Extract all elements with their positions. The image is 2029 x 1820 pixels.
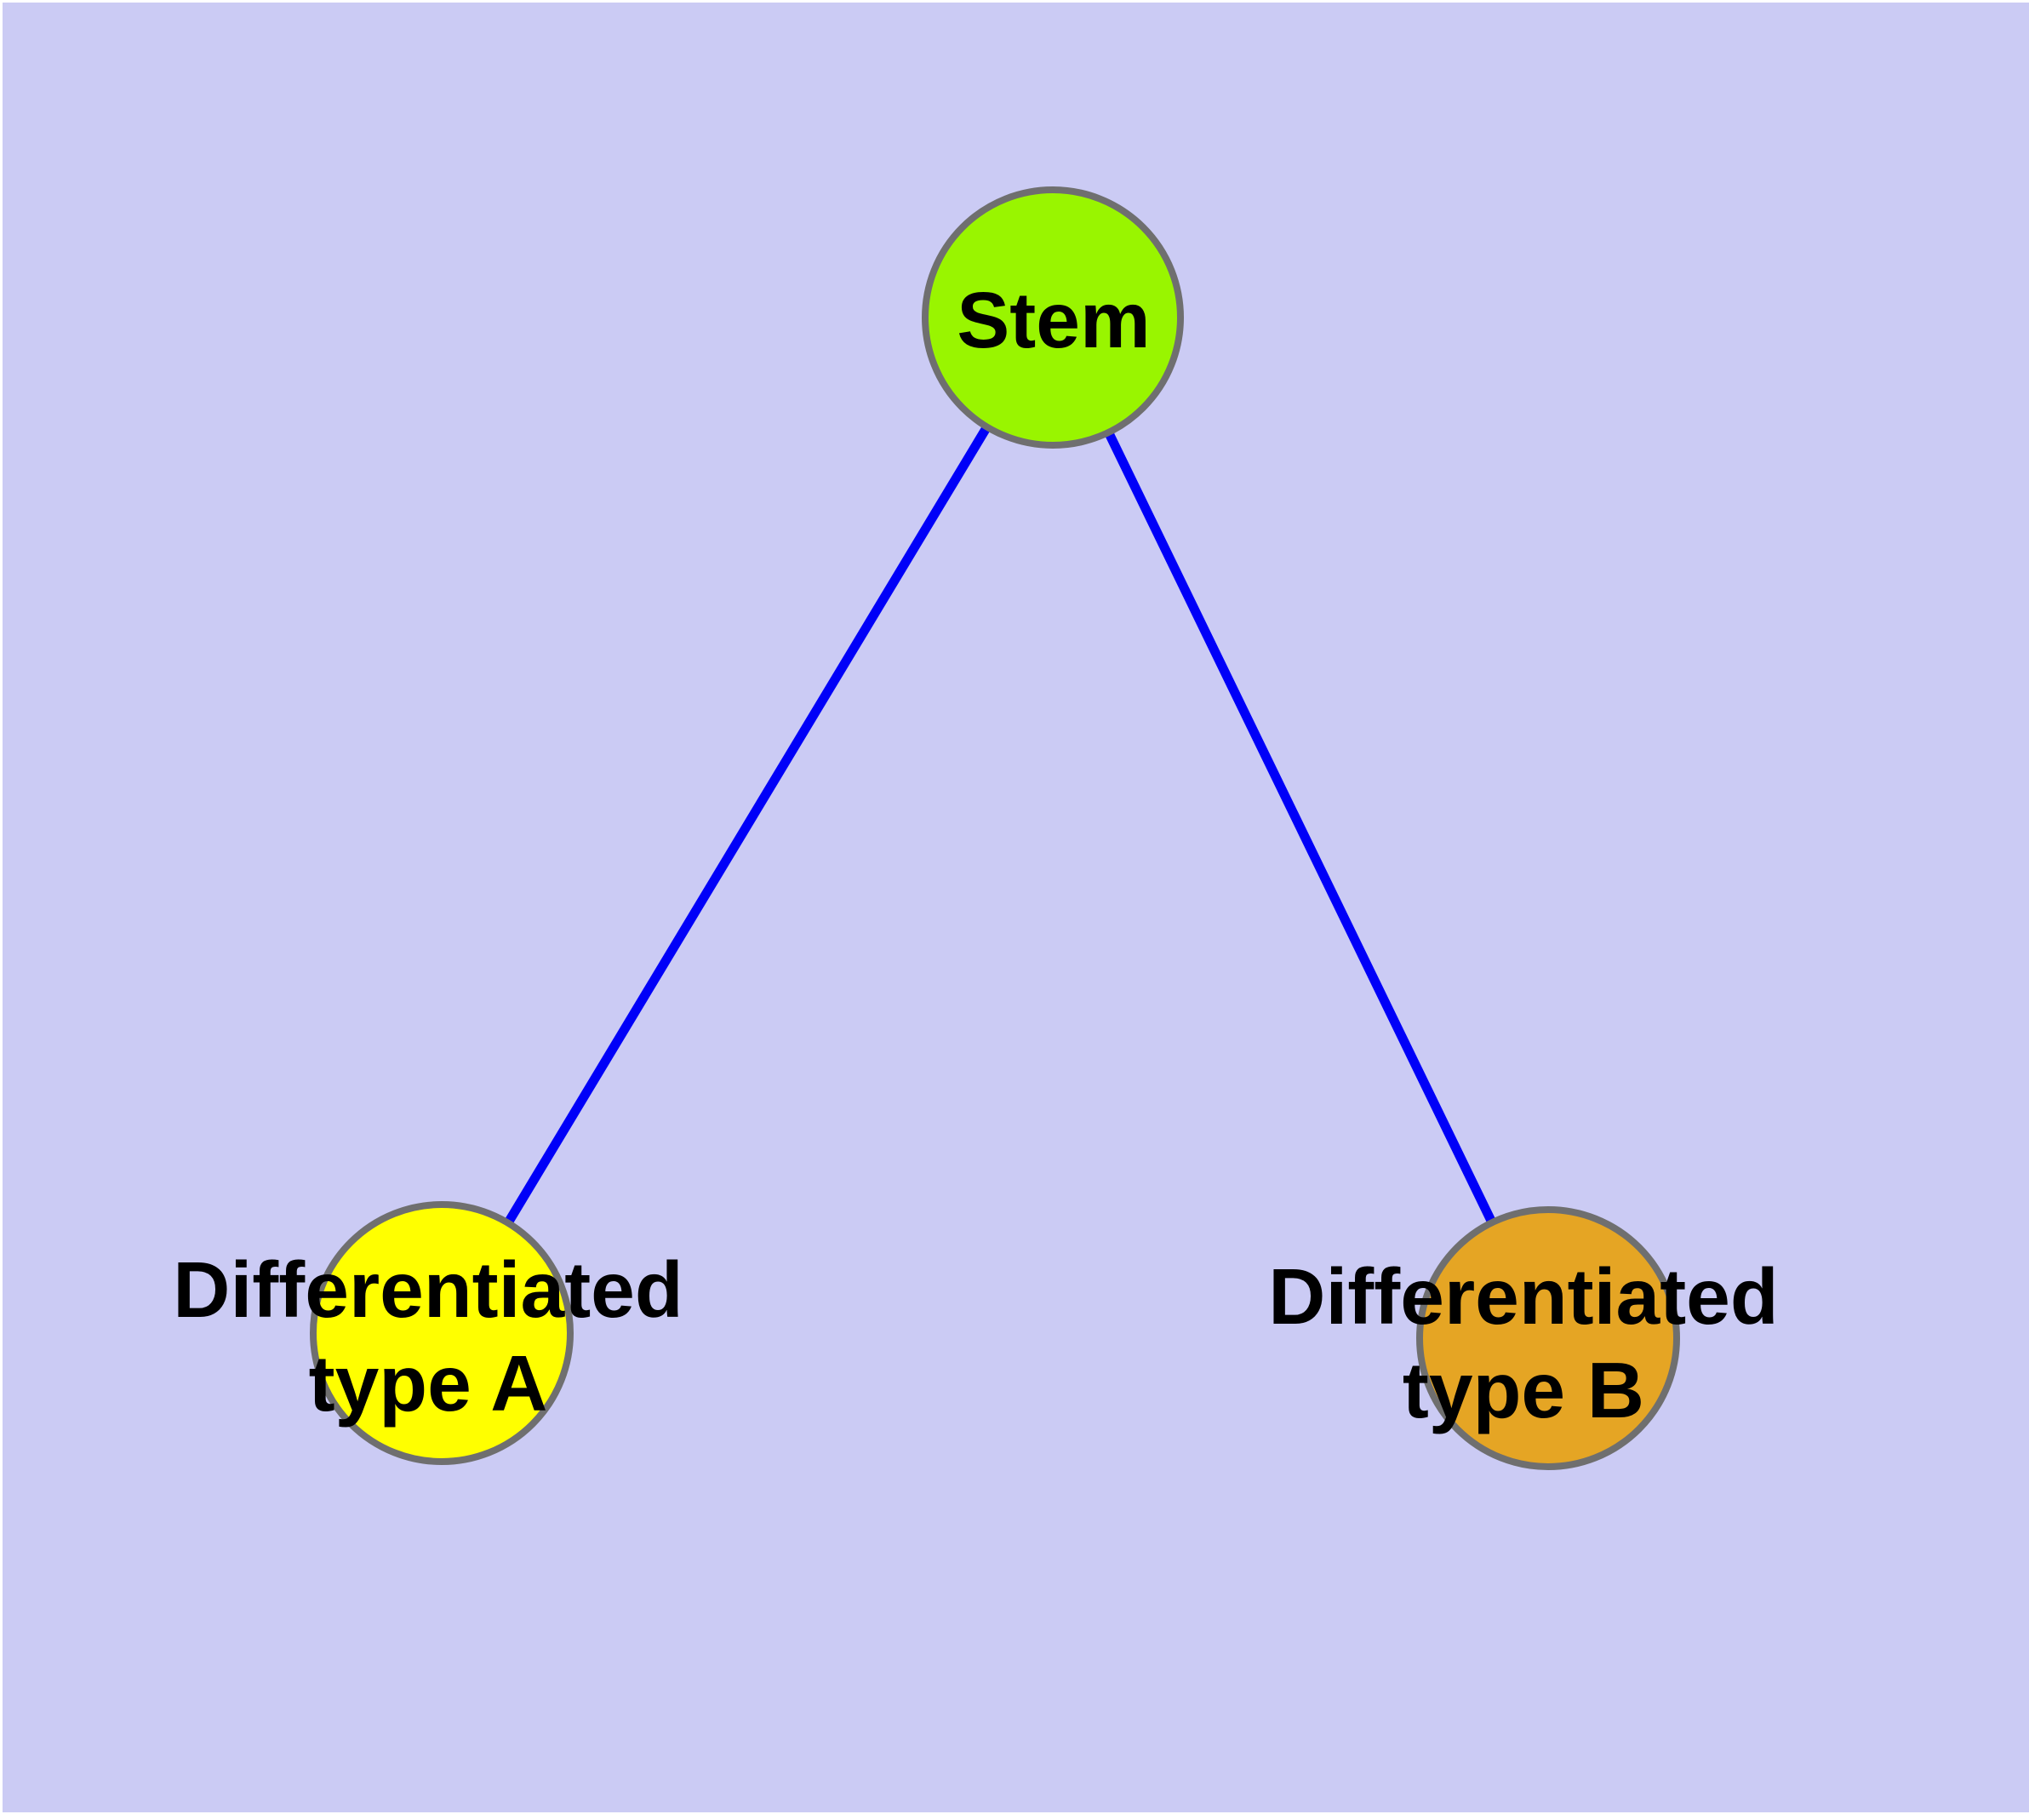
node-type-b-label-line1: Differentiated (1268, 1252, 1778, 1341)
edge-stem-to-type-a (437, 315, 1057, 1336)
node-differentiated-type-a (310, 1201, 574, 1465)
node-stem (922, 186, 1184, 449)
node-stem-label: Stem (957, 276, 1150, 364)
edges (437, 315, 1552, 1341)
node-type-a-label-line2: type A (309, 1339, 548, 1428)
edge-stem-to-type-b (1049, 315, 1552, 1341)
node-differentiated-type-b (1416, 1206, 1680, 1470)
node-type-a-label-line1: Differentiated (173, 1245, 683, 1334)
node-type-b-label-line2: type B (1403, 1346, 1644, 1434)
node-labels: Stem Differentiated type A Differentiate… (173, 276, 1778, 1434)
nodes (310, 186, 1680, 1470)
